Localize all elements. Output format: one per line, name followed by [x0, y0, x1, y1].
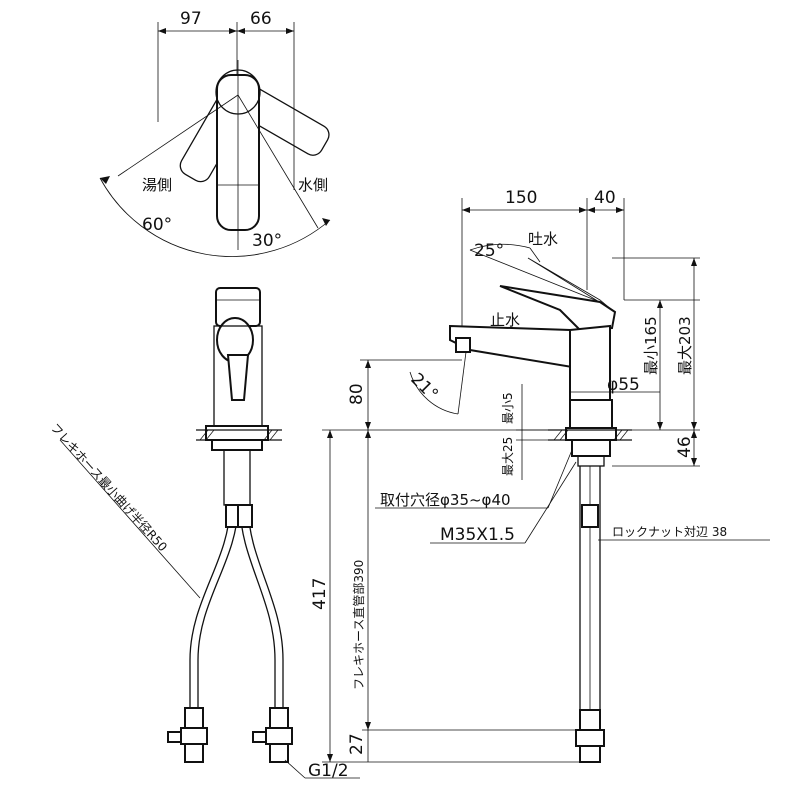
spout-water-label: 吐水 — [528, 230, 558, 248]
cold-side-label: 水側 — [298, 176, 328, 194]
max-25: 最大25 — [501, 437, 515, 476]
angle-21: 21° — [406, 369, 441, 404]
min-165: 最小165 — [642, 316, 660, 375]
dim-40: 40 — [594, 188, 616, 208]
dim-150: 150 — [505, 188, 537, 208]
dim-46: 46 — [675, 436, 695, 458]
thread-m35: M35X1.5 — [440, 525, 515, 545]
dim-80: 80 — [347, 383, 367, 405]
front-view: G1/2 フレキホース最小曲げ半径R50 — [48, 287, 360, 781]
top-view: 97 66 湯側 水側 60° 30° — [99, 9, 331, 257]
dim-97: 97 — [180, 9, 202, 29]
angle-25: 25° — [474, 241, 504, 261]
mount-hole-label: 取付穴径φ35~φ40 — [380, 491, 511, 509]
dim-27: 27 — [347, 733, 367, 755]
min-5: 最小5 — [501, 392, 515, 424]
hose-straight-390: フレキホース直管部390 — [351, 560, 366, 690]
stop-water-label: 止水 — [490, 311, 520, 329]
dim-417: 417 — [310, 578, 330, 610]
angle-30: 30° — [252, 231, 282, 251]
dia-55: φ55 — [607, 375, 640, 395]
max-203: 最大203 — [676, 316, 694, 375]
dim-66: 66 — [250, 9, 272, 29]
side-view: 150 40 25° 吐水 止水 — [310, 188, 770, 763]
locknut-label: ロックナット対辺 38 — [612, 525, 727, 539]
hose-bend-note: フレキホース最小曲げ半径R50 — [48, 421, 170, 554]
hot-side-label: 湯側 — [142, 176, 172, 194]
thread-g12: G1/2 — [308, 761, 349, 781]
angle-60: 60° — [142, 215, 172, 235]
